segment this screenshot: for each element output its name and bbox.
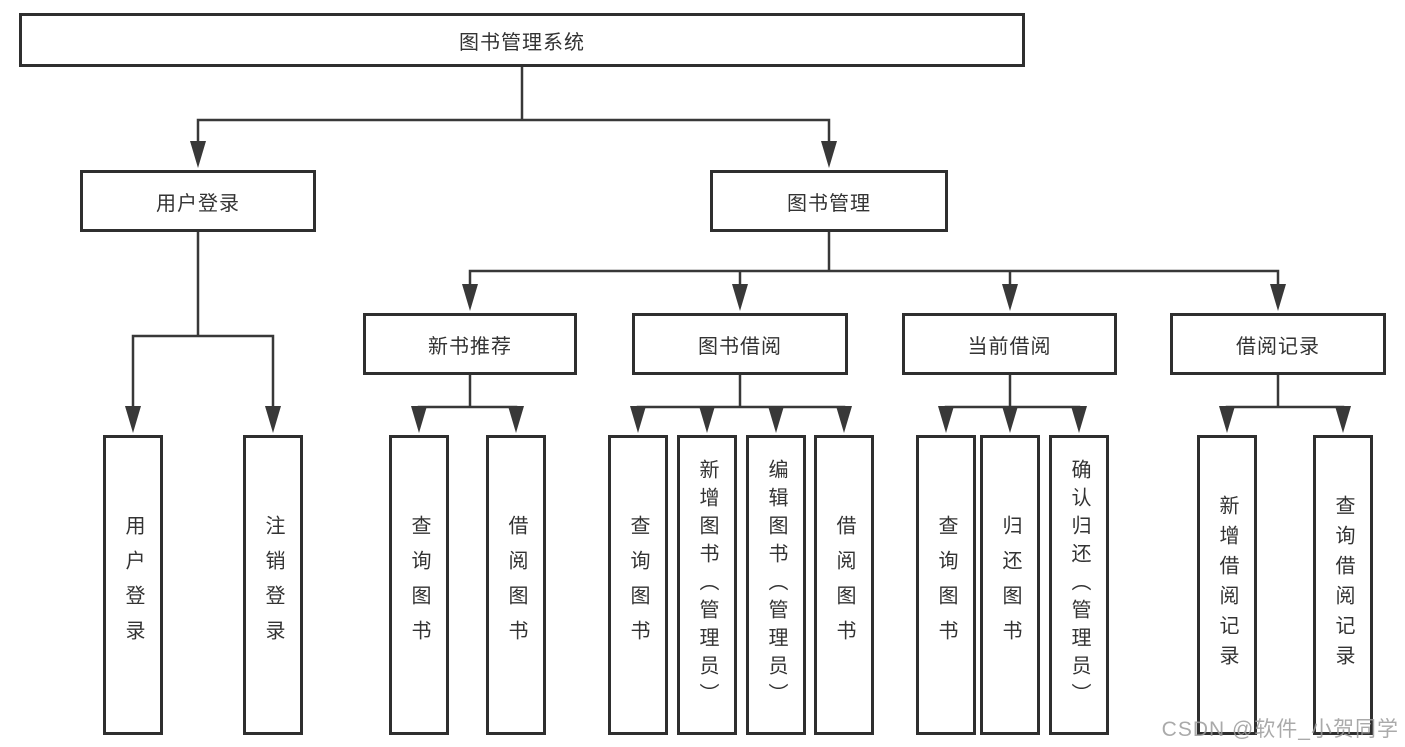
leaf-add-borrow-record-label: 新增借阅记录 xyxy=(1216,495,1238,675)
leaf-query-books-2-label: 查询图书 xyxy=(627,515,649,655)
leaf-user-login-label: 用户登录 xyxy=(122,515,144,655)
node-current-borrow: 当前借阅 xyxy=(902,313,1117,375)
leaf-borrow-books-2: 借阅图书 xyxy=(814,435,874,735)
leaf-query-books-2: 查询图书 xyxy=(608,435,668,735)
node-user-login: 用户登录 xyxy=(80,170,316,232)
leaf-borrow-books-1: 借阅图书 xyxy=(486,435,546,735)
leaf-query-borrow-record-label: 查询借阅记录 xyxy=(1332,495,1354,675)
leaf-confirm-return-admin-label: 确认归还（管理员） xyxy=(1068,459,1090,711)
leaf-query-books-3: 查询图书 xyxy=(916,435,976,735)
leaf-query-books-1: 查询图书 xyxy=(389,435,449,735)
leaf-add-book-admin: 新增图书（管理员） xyxy=(677,435,737,735)
edge-records-splitter xyxy=(1225,405,1345,411)
leaf-borrow-books-1-label: 借阅图书 xyxy=(505,515,527,655)
edge-level3-splitter xyxy=(468,269,1280,289)
leaf-logout-label: 注销登录 xyxy=(262,515,284,655)
leaf-borrow-books-2-label: 借阅图书 xyxy=(833,515,855,655)
leaf-logout: 注销登录 xyxy=(243,435,303,735)
edge-userlogin-splitter xyxy=(131,334,275,410)
leaf-edit-book-admin-label: 编辑图书（管理员） xyxy=(765,459,787,711)
leaf-query-borrow-record: 查询借阅记录 xyxy=(1313,435,1373,735)
leaf-add-book-admin-label: 新增图书（管理员） xyxy=(696,459,718,711)
edge-bookborrow-splitter xyxy=(636,405,846,411)
csdn-watermark: CSDN @软件_小贺同学 xyxy=(1161,718,1399,741)
node-borrow-records: 借阅记录 xyxy=(1170,313,1386,375)
leaf-return-book-label: 归还图书 xyxy=(999,515,1021,655)
node-book-borrow: 图书借阅 xyxy=(632,313,848,375)
leaf-confirm-return-admin: 确认归还（管理员） xyxy=(1049,435,1109,735)
node-book-management: 图书管理 xyxy=(710,170,948,232)
leaf-query-books-3-label: 查询图书 xyxy=(935,515,957,655)
leaf-add-borrow-record: 新增借阅记录 xyxy=(1197,435,1257,735)
node-new-book-recommend: 新书推荐 xyxy=(363,313,577,375)
edge-level2-splitter xyxy=(196,118,831,146)
leaf-edit-book-admin: 编辑图书（管理员） xyxy=(746,435,806,735)
edge-newbook-splitter xyxy=(417,405,518,411)
arrowheads xyxy=(125,141,1351,433)
node-library-system: 图书管理系统 xyxy=(19,13,1025,67)
leaf-return-book: 归还图书 xyxy=(980,435,1040,735)
leaf-user-login: 用户登录 xyxy=(103,435,163,735)
leaf-query-books-1-label: 查询图书 xyxy=(408,515,430,655)
